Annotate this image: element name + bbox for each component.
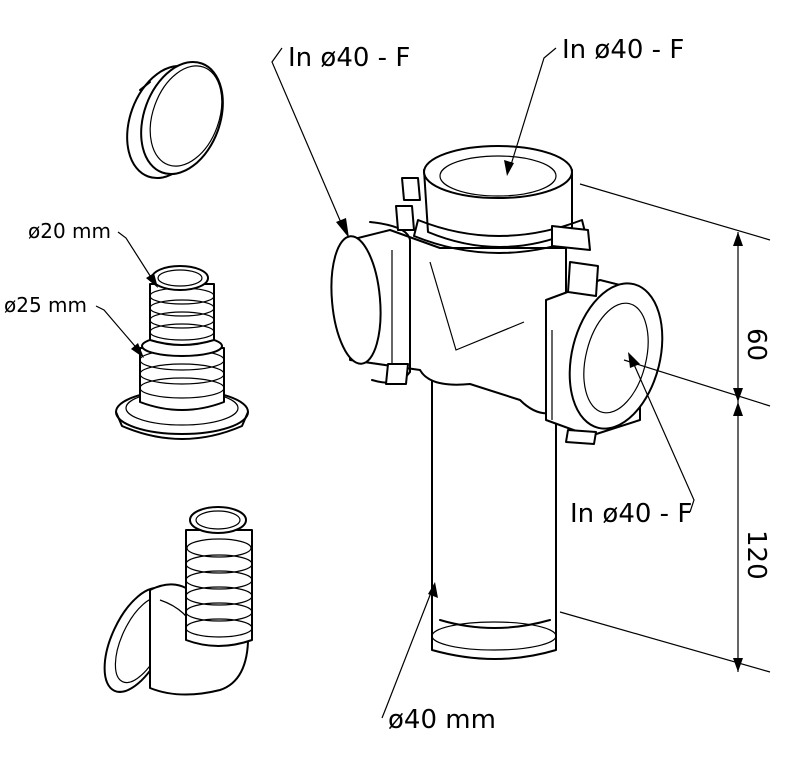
end-cap xyxy=(126,60,224,180)
dimension-lines xyxy=(559,183,771,673)
tee-fitting xyxy=(330,145,664,660)
hose-large-label: ø25 mm xyxy=(4,293,87,317)
dimension-60-label: 60 xyxy=(741,328,771,361)
hose-small-label: ø20 mm xyxy=(28,219,111,243)
elbow-hose-adapter xyxy=(103,506,253,696)
leader-lines xyxy=(95,47,695,719)
outlet-label: ø40 mm xyxy=(388,705,496,735)
hose-adapter xyxy=(115,265,249,440)
top-inlet-label: In ø40 - F xyxy=(562,35,684,65)
top-left-inlet-label: In ø40 - F xyxy=(288,43,410,73)
side-inlet-label: In ø40 - F xyxy=(570,499,692,529)
dimension-120-label: 120 xyxy=(741,530,771,580)
